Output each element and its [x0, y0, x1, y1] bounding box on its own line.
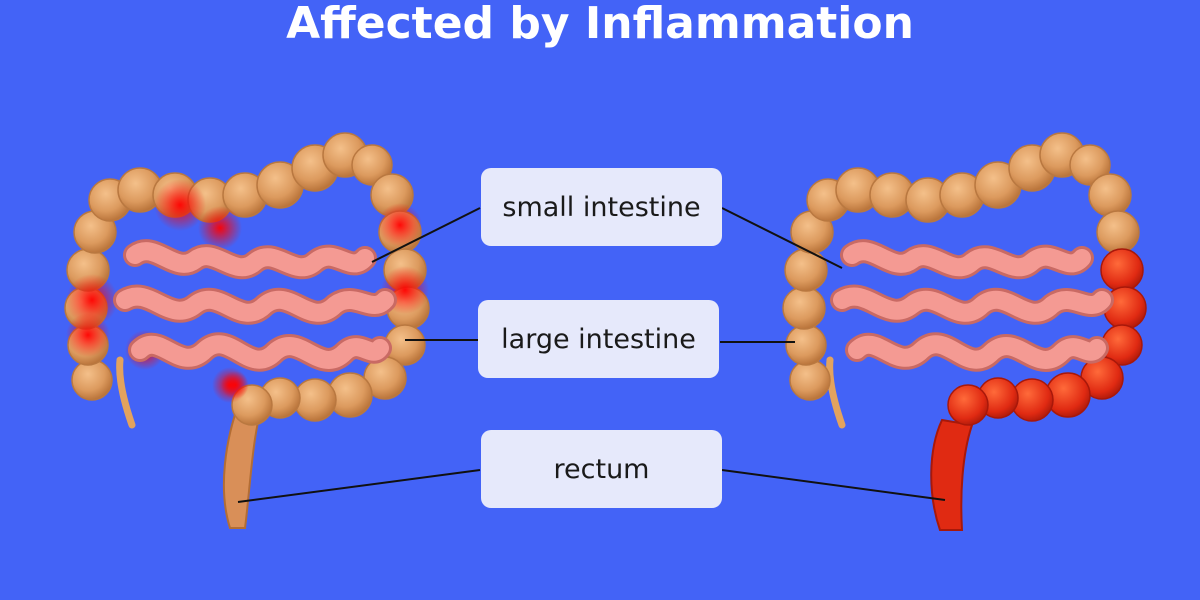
leader-lines — [237, 207, 946, 503]
large-intestine-label-text: large intestine — [501, 323, 696, 355]
leader-rectum-right — [721, 469, 946, 501]
rectum-label-text: rectum — [553, 453, 650, 485]
leader-rectum-left — [237, 469, 481, 503]
leader-small-left — [371, 207, 481, 263]
small-intestine-label-text: small intestine — [502, 191, 701, 223]
leader-small-right — [721, 207, 843, 269]
rectum-label: rectum — [481, 430, 722, 508]
colitis-intestine-illustration — [782, 132, 1147, 531]
crohns-intestine-illustration — [64, 132, 430, 529]
diagram-title: Affected by Inflammation — [286, 0, 914, 49]
large-intestine-label: large intestine — [478, 300, 719, 378]
small-intestine-label: small intestine — [481, 168, 722, 246]
inflamed-colon — [947, 248, 1147, 426]
